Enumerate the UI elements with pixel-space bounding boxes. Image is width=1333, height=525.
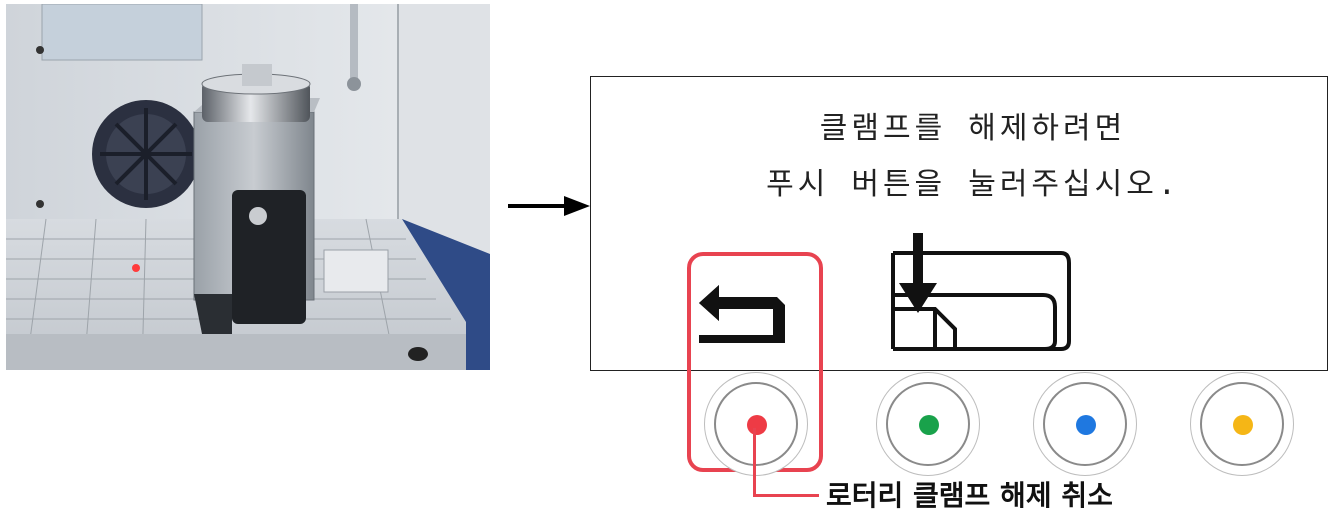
green-button-ring <box>886 382 970 466</box>
yellow-button-dot <box>1233 415 1253 435</box>
callout-line-vertical <box>753 428 756 496</box>
yellow-button[interactable] <box>1190 372 1294 476</box>
green-button-dot <box>919 415 939 435</box>
pointer-arrow-icon <box>508 196 590 216</box>
blue-button[interactable] <box>1033 372 1137 476</box>
back-arrow-icon[interactable] <box>697 277 789 349</box>
press-clamp-icon <box>891 233 1071 351</box>
callout-label: 로터리 클램프 해제 취소 <box>826 479 1113 512</box>
green-button[interactable] <box>876 372 980 476</box>
yellow-button-ring <box>1200 382 1284 466</box>
device-photo <box>6 4 490 370</box>
lcd-screen: 클램프를 해제하려면 푸시 버튼을 눌러주십시오. <box>590 76 1328 371</box>
red-button-ring <box>714 382 798 466</box>
callout-line-horizontal <box>753 494 819 497</box>
blue-button-ring <box>1043 382 1127 466</box>
blue-button-dot <box>1076 415 1096 435</box>
device-photo-illustration <box>6 4 490 370</box>
lcd-message-line-1: 클램프를 해제하려면 <box>819 111 1127 146</box>
red-button[interactable] <box>704 372 808 476</box>
red-button-dot <box>747 415 767 435</box>
lcd-message-line-2: 푸시 버튼을 눌러주십시오. <box>766 167 1180 202</box>
